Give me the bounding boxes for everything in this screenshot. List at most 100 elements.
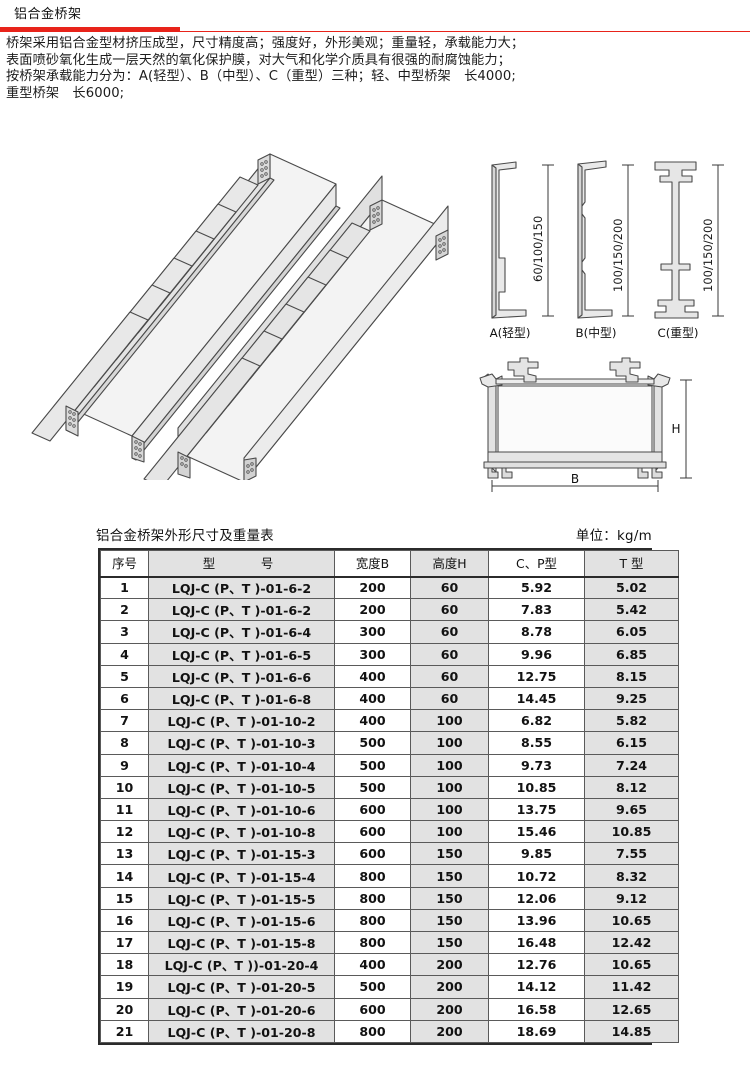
cell-model: LQJ-C (P、T )-01-15-3 (148, 842, 335, 866)
cell-width: 300 (334, 620, 411, 644)
cell-cp-weight: 6.82 (488, 709, 585, 733)
cell-index: 16 (100, 908, 149, 933)
cell-t-weight: 12.65 (584, 997, 679, 1021)
cell-model: LQJ-C (P、T )-01-15-8 (148, 930, 335, 955)
cell-height: 100 (410, 731, 489, 755)
cell-height: 100 (410, 753, 489, 777)
cell-model: LQJ-C (P、T )-01-6-8 (148, 686, 335, 711)
cell-index: 19 (100, 975, 149, 999)
cell-index: 12 (100, 820, 149, 844)
cell-width: 800 (334, 930, 411, 955)
cell-model: LQJ-C (P、T )-01-6-5 (148, 642, 335, 666)
cell-model: LQJ-C (P、T )-01-10-5 (148, 775, 335, 799)
cell-index: 20 (100, 997, 149, 1021)
cell-t-weight: 9.65 (584, 797, 679, 822)
cell-width: 400 (334, 664, 411, 688)
cell-t-weight: 8.12 (584, 775, 679, 799)
cell-height: 60 (410, 664, 489, 688)
cell-height: 150 (410, 930, 489, 955)
cell-model: LQJ-C (P、T )-01-10-3 (148, 731, 335, 755)
cell-cp-weight: 12.06 (488, 886, 585, 910)
cell-cp-weight: 15.46 (488, 820, 585, 844)
cell-index: 5 (100, 664, 149, 688)
table-title: 铝合金桥架外形尺寸及重量表 (96, 529, 274, 544)
cell-t-weight: 14.85 (584, 1019, 679, 1043)
cell-height: 100 (410, 775, 489, 799)
cell-width: 200 (334, 598, 411, 622)
cell-width: 800 (334, 886, 411, 910)
cell-model: LQJ-C (P、T )-01-20-6 (148, 997, 335, 1021)
cell-width: 600 (334, 820, 411, 844)
cell-cp-weight: 10.72 (488, 864, 585, 888)
cell-width: 300 (334, 642, 411, 666)
header-divider-line (0, 31, 750, 33)
cell-index: 14 (100, 864, 149, 888)
cell-index: 2 (100, 598, 149, 622)
cell-index: 21 (100, 1019, 149, 1043)
cell-width: 500 (334, 731, 411, 755)
cell-cp-weight: 7.83 (488, 598, 585, 622)
cell-model: LQJ-C (P、T )-01-6-2 (148, 598, 335, 622)
cell-index: 10 (100, 775, 149, 799)
cell-cp-weight: 8.78 (488, 620, 585, 644)
cell-t-weight: 10.65 (584, 953, 679, 977)
profile-b-label: B(中型) (576, 326, 617, 340)
cell-height: 100 (410, 709, 489, 733)
col-header-model: 型 号 (148, 550, 335, 578)
cell-t-weight: 9.12 (584, 886, 679, 910)
profile-diagrams: 60/100/150 100/150/200 100/150/200 A(轻型)… (480, 140, 750, 345)
cell-width: 600 (334, 797, 411, 822)
cell-height: 150 (410, 908, 489, 933)
cell-model: LQJ-C (P、T )-01-15-4 (148, 864, 335, 888)
table-unit-label: 单位：kg/m (575, 529, 652, 544)
cell-cp-weight: 16.58 (488, 997, 585, 1021)
cell-index: 3 (100, 620, 149, 644)
cell-index: 7 (100, 709, 149, 733)
cell-index: 8 (100, 731, 149, 755)
cell-cp-weight: 14.45 (488, 686, 585, 711)
cell-height: 200 (410, 1019, 489, 1043)
col-header-height: 高度H (410, 550, 489, 578)
cell-height: 200 (410, 997, 489, 1021)
cell-height: 150 (410, 864, 489, 888)
cell-width: 500 (334, 975, 411, 999)
profile-c-dimension: 100/150/200 (701, 218, 715, 292)
cell-index: 17 (100, 930, 149, 955)
cell-cp-weight: 9.96 (488, 642, 585, 666)
profile-c-label: C(重型) (657, 326, 698, 340)
cell-model: LQJ-C (P、T )-01-6-6 (148, 664, 335, 688)
profile-a-dimension: 60/100/150 (531, 216, 545, 282)
cell-width: 200 (334, 575, 411, 600)
section-width-label: B (571, 472, 579, 486)
cell-cp-weight: 14.12 (488, 975, 585, 999)
profile-a-label: A(轻型) (490, 326, 531, 340)
cell-t-weight: 7.24 (584, 753, 679, 777)
cell-model: LQJ-C (P、T )-01-6-2 (148, 575, 335, 600)
cell-width: 600 (334, 842, 411, 866)
cell-t-weight: 5.82 (584, 709, 679, 733)
cell-width: 400 (334, 953, 411, 977)
section-height-label: H (671, 422, 680, 436)
cell-cp-weight: 18.69 (488, 1019, 585, 1043)
cell-cp-weight: 13.75 (488, 797, 585, 822)
cell-cp-weight: 10.85 (488, 775, 585, 799)
cell-height: 60 (410, 598, 489, 622)
cell-model: LQJ-C (P、T )-01-10-6 (148, 797, 335, 822)
tray-cross-section: B H (462, 352, 750, 492)
cell-cp-weight: 9.73 (488, 753, 585, 777)
cell-t-weight: 12.42 (584, 930, 679, 955)
cell-height: 150 (410, 886, 489, 910)
